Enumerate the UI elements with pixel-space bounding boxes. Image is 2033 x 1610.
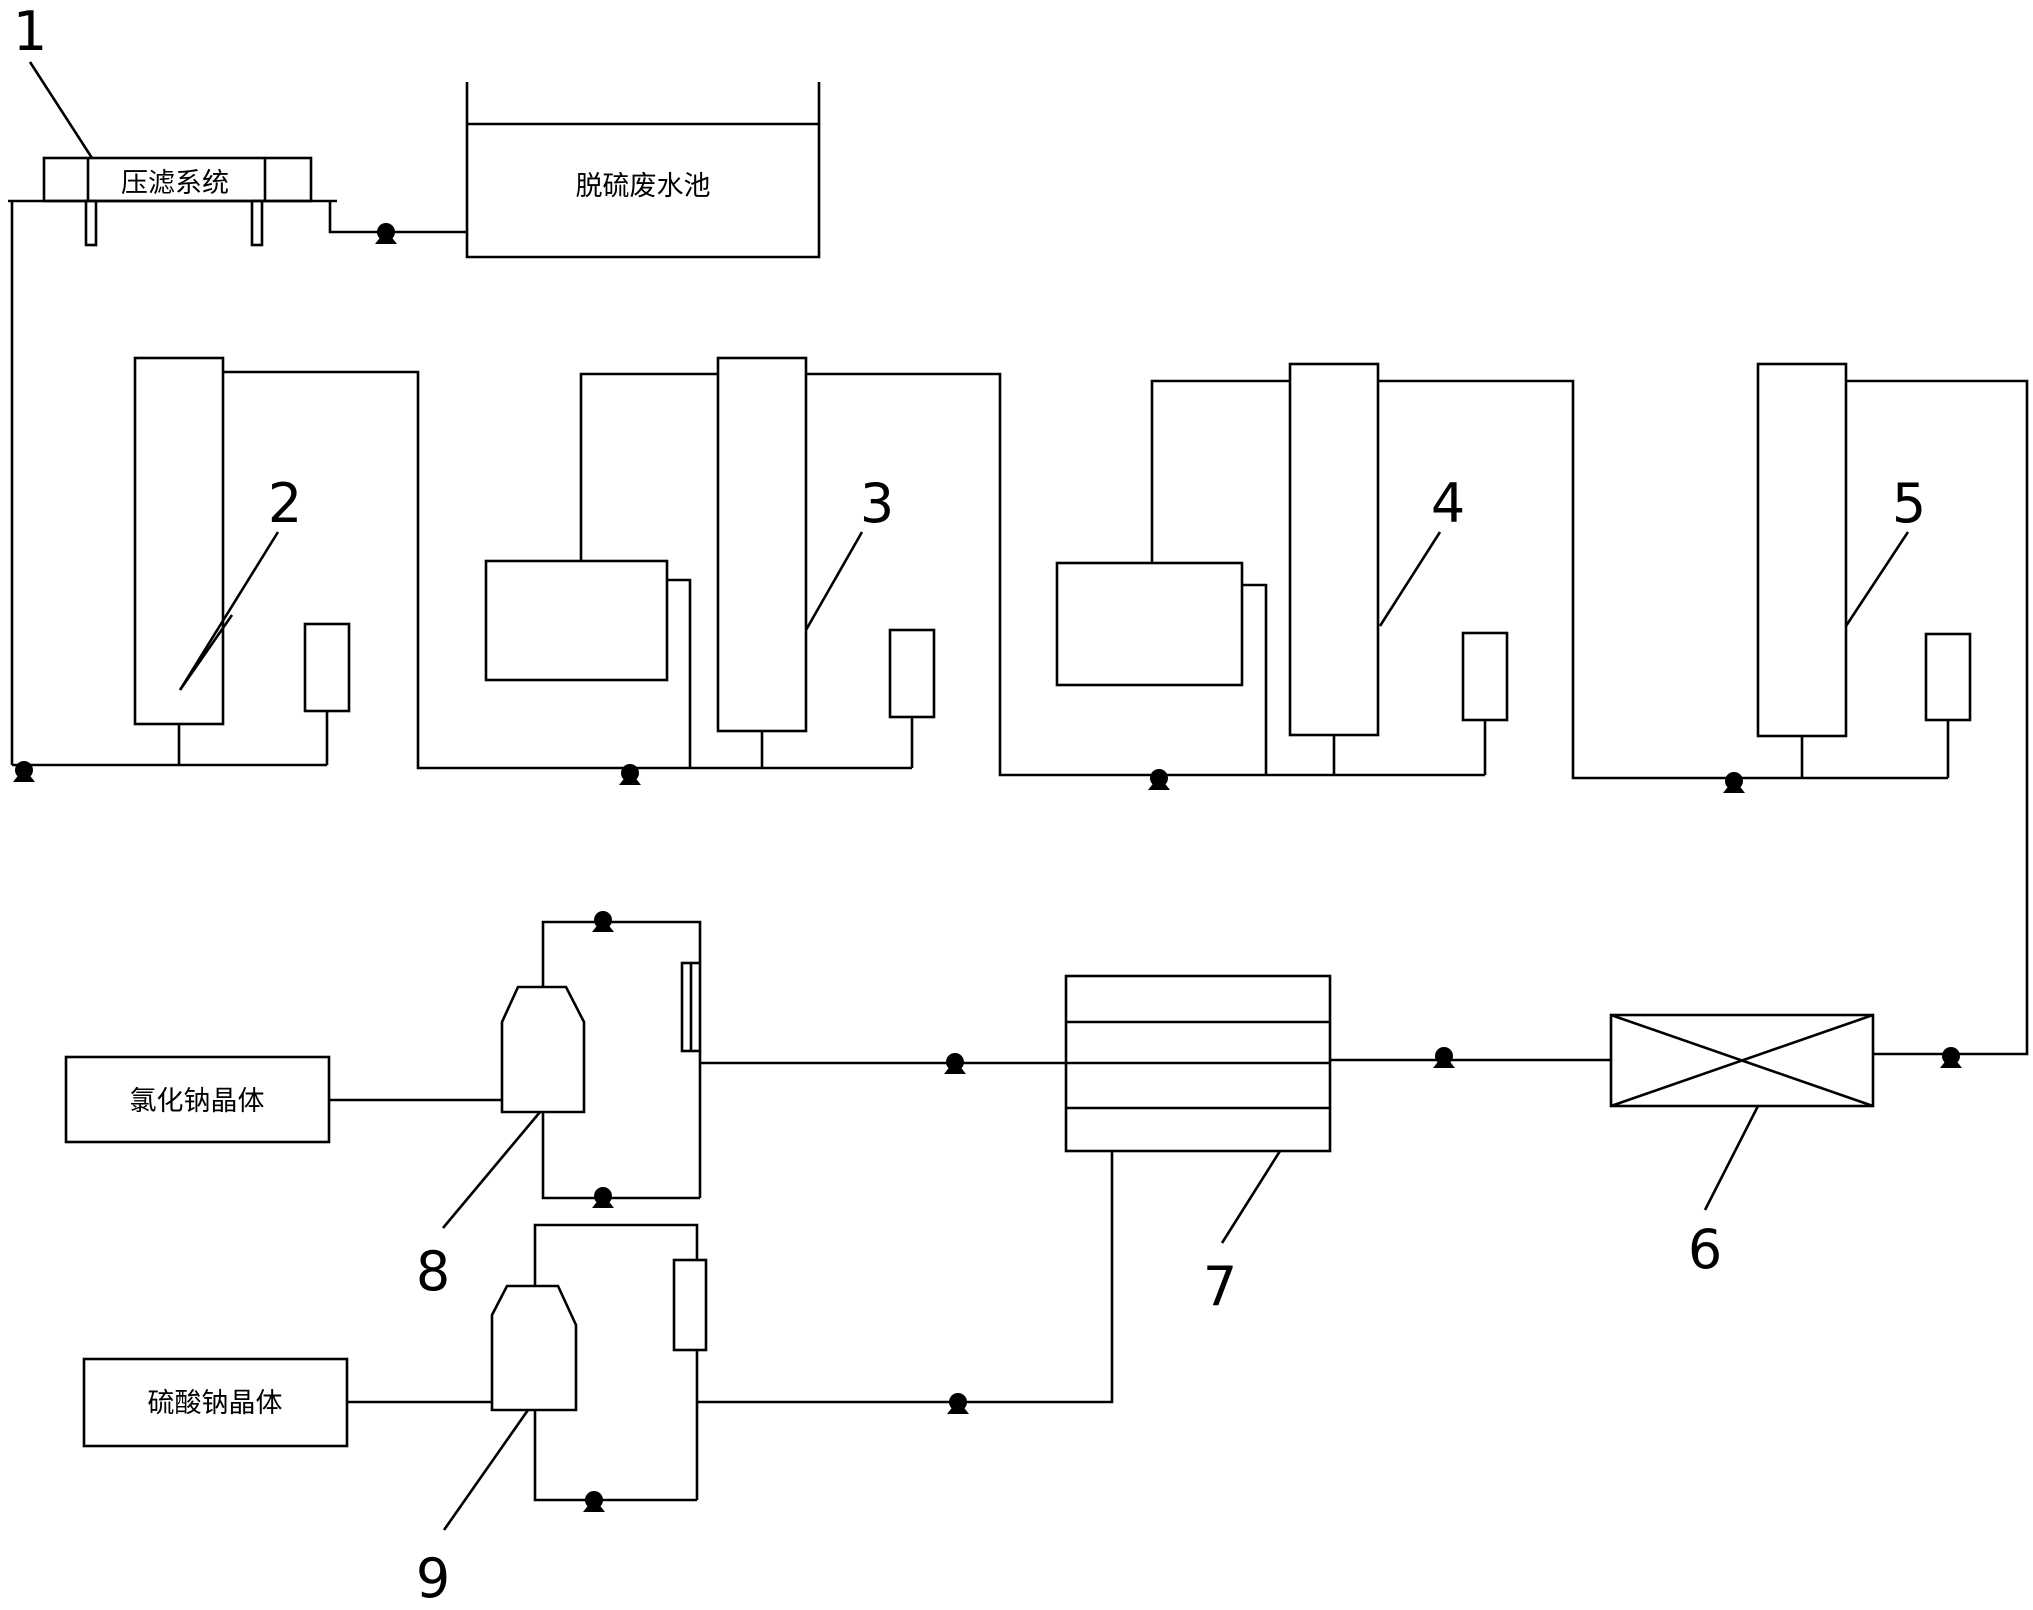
callout-9: 9 [416,1547,450,1610]
filter-system: 压滤系统 [42,156,313,247]
callout-5: 5 [1892,472,1926,535]
callout-6: 6 [1688,1218,1722,1281]
unit-8 [500,920,702,1200]
nacl-crystal-label: 氯化钠晶体 [130,1086,265,1117]
callout-7: 7 [1203,1255,1237,1318]
pump-icon [1148,769,1170,790]
filter-system-label: 压滤系统 [121,168,229,199]
pump-icon [592,911,614,932]
column-5 [1735,362,2029,1056]
callout-4: 4 [1431,472,1465,535]
pump-icon [947,1393,969,1414]
wastewater-pool-label: 脱硫废水池 [576,171,711,202]
callout-8: 8 [416,1240,450,1303]
pump-icon [583,1491,605,1512]
wastewater-pool: 脱硫废水池 [465,82,821,259]
column-3 [484,356,1153,777]
nacl-crystal-box: 氯化钠晶体 [64,1055,331,1144]
unit-6 [1609,1013,1875,1108]
pump-icon [1940,1047,1962,1068]
callout-1: 1 [13,0,47,63]
pump-icon [592,1187,614,1208]
na2so4-crystal-box: 硫酸钠晶体 [82,1357,349,1448]
pump-icon [375,223,397,244]
pump-icon [1433,1047,1455,1068]
na2so4-crystal-label: 硫酸钠晶体 [148,1388,283,1419]
callout-3: 3 [860,472,894,535]
column-2 [12,356,574,770]
column-4 [1055,362,1735,780]
pump-icon [1723,772,1745,793]
unit-9 [490,1223,708,1502]
callout-2: 2 [268,472,302,535]
unit-7 [1064,974,1332,1153]
pump-icon [944,1053,966,1074]
